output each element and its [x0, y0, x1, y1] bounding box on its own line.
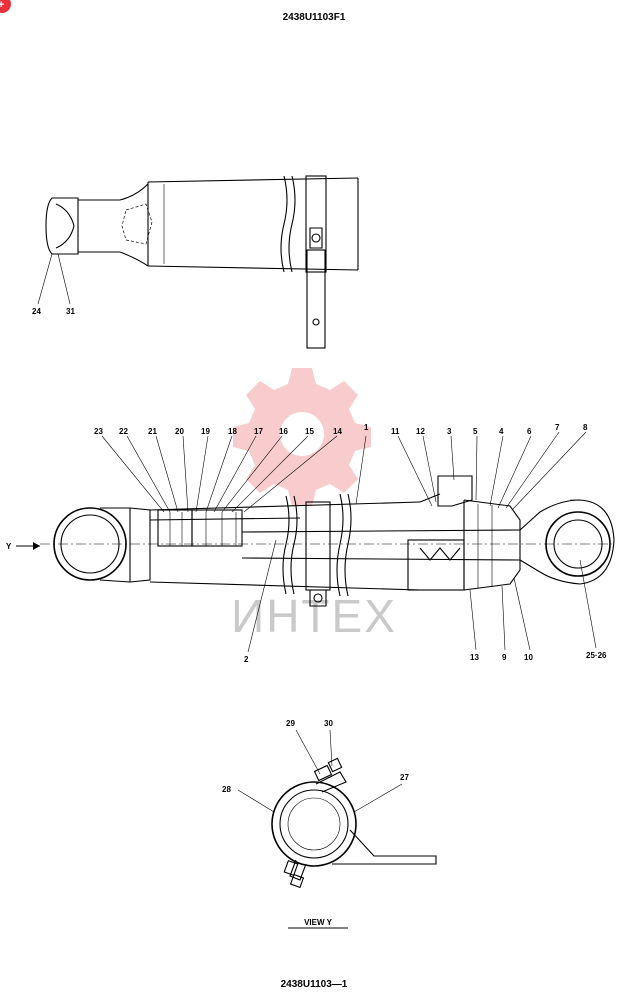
callout-17: 17: [254, 427, 263, 436]
callout-10: 10: [524, 653, 533, 662]
callout-6: 6: [527, 427, 532, 436]
callout-24: 24: [32, 307, 41, 316]
callout-23: 23: [94, 427, 103, 436]
callout-5: 5: [473, 427, 478, 436]
main-leaders-top: [101, 431, 587, 513]
watermark-text: ИНТЕХ: [231, 590, 397, 642]
badge-symbol: +: [0, 0, 4, 11]
callout-18: 18: [228, 427, 237, 436]
callout-20: 20: [175, 427, 184, 436]
main-leaders-bottom: [247, 539, 597, 653]
callout-19: 19: [201, 427, 210, 436]
view-arrow-label: Y: [6, 542, 12, 551]
callout-16: 16: [279, 427, 288, 436]
top-view: [45, 175, 359, 349]
callout-8: 8: [583, 423, 588, 432]
main-callouts-bottom: 2 13 9 10 25·26: [244, 651, 607, 664]
view-y-callouts: 29 30 28 27: [222, 719, 409, 794]
callout-7: 7: [555, 423, 560, 432]
drawing-code-bottom: 2438U1103—1: [281, 979, 348, 990]
callout-9: 9: [502, 653, 507, 662]
callout-1: 1: [364, 423, 369, 432]
callout-30: 30: [324, 719, 333, 728]
callout-3: 3: [447, 427, 452, 436]
badge-plus-icon: +: [0, 0, 11, 13]
callout-13: 13: [470, 653, 479, 662]
main-callouts-top: 23 22 21 20 19 18 17 16 15 14 1 11 12 3 …: [94, 423, 588, 436]
callout-21: 21: [148, 427, 157, 436]
callout-14: 14: [333, 427, 342, 436]
callout-29: 29: [286, 719, 295, 728]
main-view: Y: [6, 475, 615, 607]
callout-12: 12: [416, 427, 425, 436]
callout-28: 28: [222, 785, 231, 794]
callout-15: 15: [305, 427, 314, 436]
view-y-leaders: [237, 729, 403, 813]
callout-4: 4: [499, 427, 504, 436]
callout-25-26: 25·26: [586, 651, 607, 660]
callout-2: 2: [244, 655, 249, 664]
callout-27: 27: [400, 773, 409, 782]
view-y: [271, 757, 437, 889]
callout-31: 31: [66, 307, 75, 316]
drawing-code-top: 2438U1103F1: [283, 12, 346, 23]
callout-11: 11: [391, 427, 400, 436]
callout-22: 22: [119, 427, 128, 436]
watermark-gear-icon: [233, 368, 371, 506]
view-label: VIEW Y: [304, 918, 333, 927]
